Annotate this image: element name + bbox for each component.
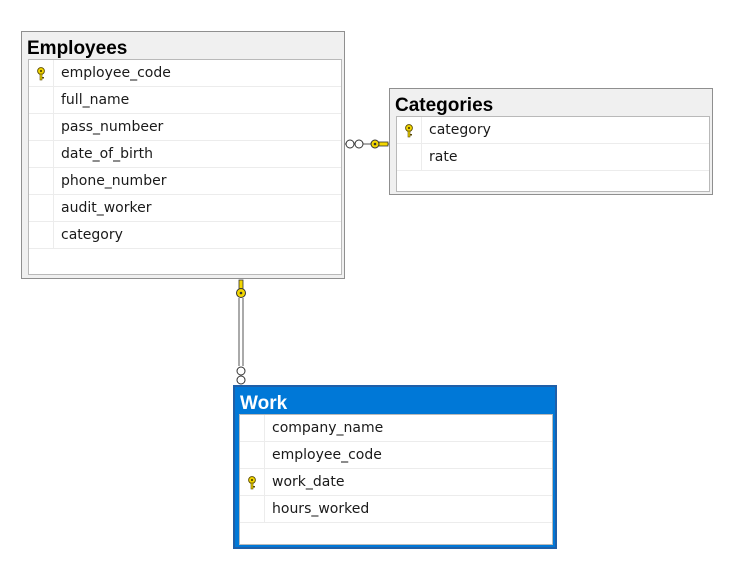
column-name: work_date [272, 474, 345, 490]
column-name: category [429, 122, 491, 138]
column-name: pass_numbeer [61, 119, 164, 135]
column-row[interactable]: hours_worked [240, 496, 552, 523]
primary-key-icon [36, 66, 46, 81]
column-name: hours_worked [272, 501, 370, 517]
column-row[interactable]: employee_code [29, 60, 341, 87]
row-selector-cell [29, 222, 54, 248]
many-end-icon [236, 375, 246, 385]
column-row[interactable]: work_date [240, 469, 552, 496]
column-row[interactable]: full_name [29, 87, 341, 114]
column-grid: company_name employee_code work_date hours_… [239, 414, 553, 545]
column-row[interactable]: date_of_birth [29, 141, 341, 168]
column-name: category [61, 227, 123, 243]
primary-key-icon [247, 475, 257, 490]
row-selector-cell [29, 114, 54, 140]
table-title: Employees [27, 38, 128, 59]
column-row[interactable]: rate [397, 144, 709, 171]
row-selector-cell [29, 168, 54, 194]
column-grid: employee_code full_name pass_numbeer date_o… [28, 59, 342, 275]
primary-key-icon [404, 123, 414, 138]
many-end-icon [345, 139, 355, 149]
row-selector-cell [29, 60, 54, 86]
column-row[interactable]: company_name [240, 415, 552, 442]
table-categories[interactable]: Categories category rate [389, 88, 713, 195]
table-employees[interactable]: Employees employee_code full_name pass_num… [21, 31, 345, 279]
column-row[interactable]: phone_number [29, 168, 341, 195]
column-name: company_name [272, 420, 384, 436]
one-end-key-icon [236, 279, 246, 298]
column-row[interactable]: category [397, 117, 709, 144]
column-name: phone_number [61, 173, 167, 189]
column-name: employee_code [272, 447, 382, 463]
column-row[interactable]: audit_worker [29, 195, 341, 222]
table-title: Categories [395, 95, 494, 116]
relationship-employees-categories[interactable] [345, 139, 390, 149]
table-title: Work [240, 393, 288, 414]
row-selector-cell [29, 141, 54, 167]
column-name: date_of_birth [61, 146, 153, 162]
column-name: full_name [61, 92, 130, 108]
row-selector-cell [240, 469, 265, 495]
one-end-key-icon [370, 139, 389, 149]
row-selector-cell [29, 87, 54, 113]
relationship-work-employees[interactable] [236, 279, 246, 385]
row-selector-cell [240, 496, 265, 522]
row-selector-cell [397, 117, 422, 143]
row-selector-cell [29, 195, 54, 221]
column-row[interactable]: employee_code [240, 442, 552, 469]
row-selector-cell [240, 442, 265, 468]
column-name: rate [429, 149, 458, 165]
column-row[interactable]: category [29, 222, 341, 249]
column-row[interactable]: pass_numbeer [29, 114, 341, 141]
column-name: audit_worker [61, 200, 152, 216]
column-name: employee_code [61, 65, 171, 81]
row-selector-cell [240, 415, 265, 441]
column-grid: category rate [396, 116, 710, 192]
row-selector-cell [397, 144, 422, 170]
many-end-icon [354, 139, 364, 149]
many-end-icon [236, 366, 246, 376]
